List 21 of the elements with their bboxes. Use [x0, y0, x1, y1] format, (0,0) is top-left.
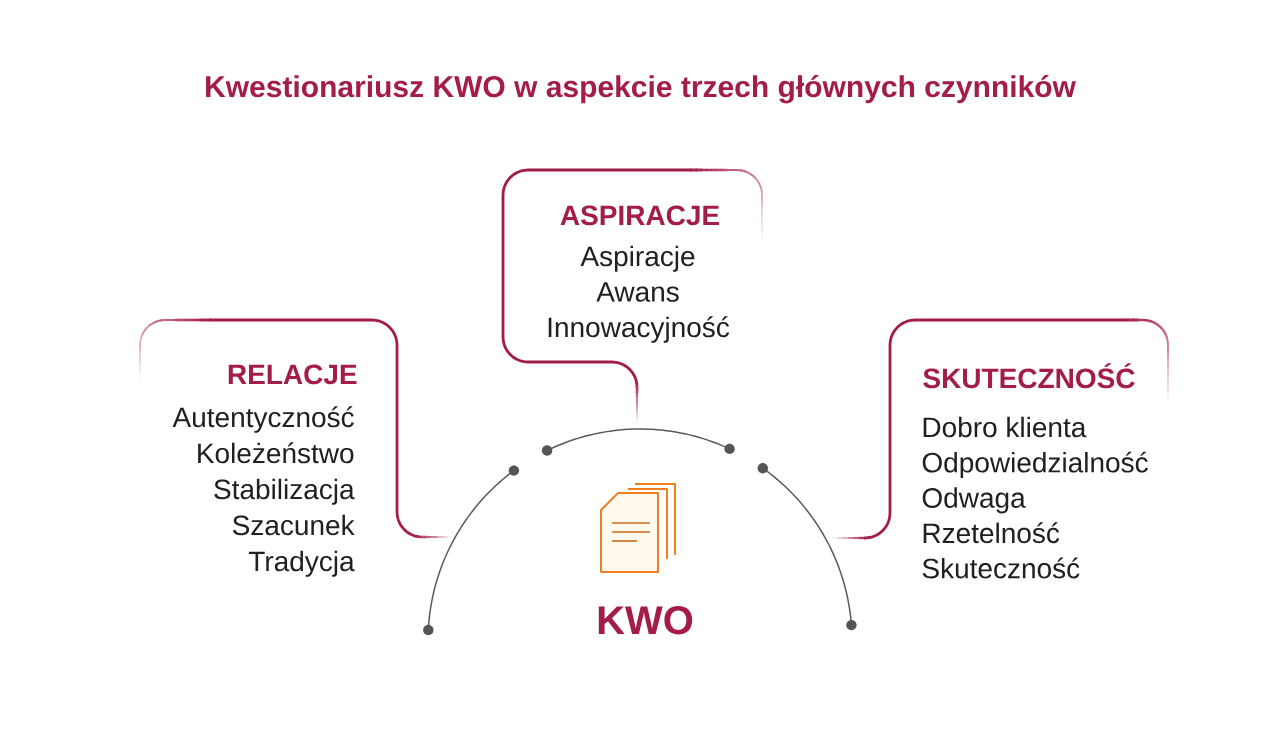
title: Kwestionariusz KWO w aspekcie trzech głównych czynników: [206, 75, 1076, 104]
list-item: Tradycja: [248, 550, 355, 577]
list-item: Innowacyjność: [548, 316, 730, 343]
list-item: Autentyczność: [172, 406, 354, 433]
list-item: Szacunek: [232, 514, 355, 536]
callout-heading: ASPIRACJE: [560, 205, 720, 226]
list-item: Odpowiedzialność: [922, 451, 1148, 479]
hub-label: KWO: [598, 606, 693, 635]
callout-box: [139, 318, 453, 577]
list-item: Aspiracje: [580, 245, 695, 272]
list-item: Rzetelność: [923, 522, 1060, 544]
callout-box: [832, 318, 1169, 579]
callout-heading: RELACJE: [228, 364, 357, 385]
list-item: Awans: [596, 282, 679, 302]
list-item: Stabilizacja: [214, 478, 355, 505]
callout-heading: SKUTECZNOŚĆ: [923, 363, 1135, 389]
callout-box: [501, 168, 763, 424]
list-item: Dobro klienta: [923, 416, 1087, 438]
list-item: Koleżeństwo: [198, 442, 354, 464]
list-item: Skuteczność: [922, 557, 1080, 579]
list-item: Odwaga: [922, 487, 1026, 514]
